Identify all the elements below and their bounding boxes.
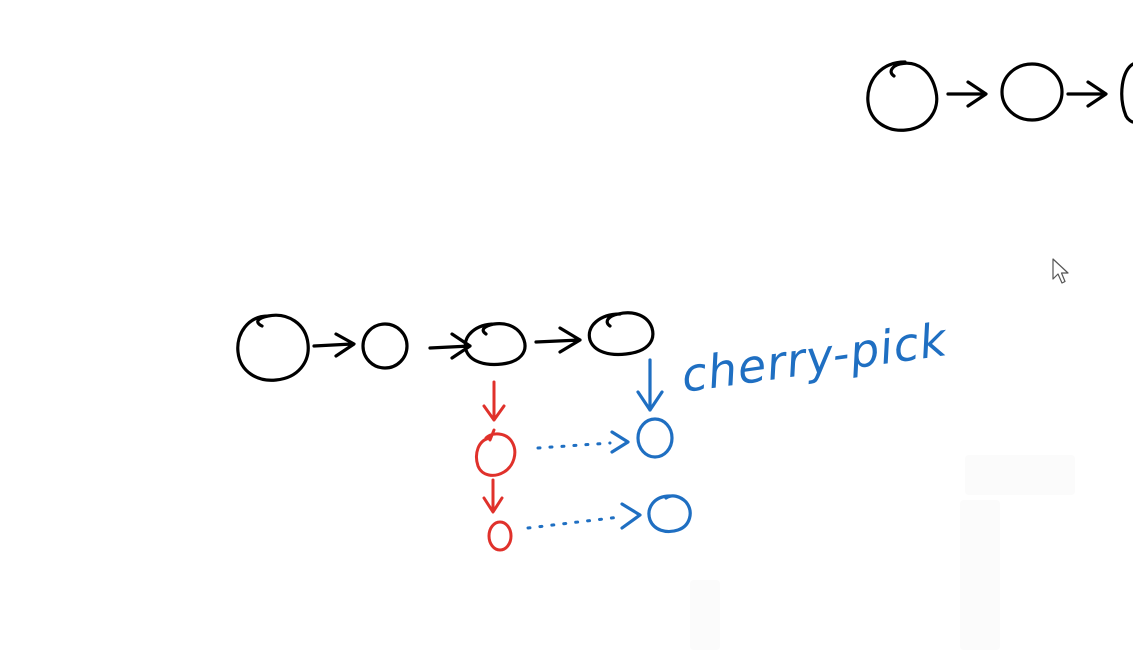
commit-node (475, 428, 517, 477)
commit-node (236, 313, 310, 382)
branch-arrow (482, 380, 506, 422)
cherry-pick-arrow (636, 358, 664, 412)
commit-node (463, 322, 527, 367)
copy-link-dotted (526, 515, 622, 530)
cherry-pick-label: cherry-pick (678, 312, 952, 403)
picked-commit-node (636, 417, 674, 459)
feature-branch-chain (475, 380, 517, 552)
commit-node (487, 520, 513, 552)
copy-link-arrowhead (620, 502, 642, 530)
copy-link-dotted (536, 441, 612, 450)
branch-arrow (482, 478, 504, 514)
commit-arrow (312, 332, 356, 358)
commit-node (1000, 62, 1064, 122)
commit-node (1120, 62, 1133, 124)
board-smudge (690, 580, 720, 650)
commit-arrow (1066, 80, 1108, 108)
commit-arrow (946, 80, 988, 108)
top-commit-chain (866, 60, 1133, 132)
commit-node (866, 60, 939, 132)
board-smudge (960, 500, 1000, 650)
commit-arrow (534, 326, 582, 354)
main-branch-chain (236, 311, 655, 382)
commit-node (587, 311, 655, 357)
board-smudge (965, 455, 1075, 495)
commit-node (361, 322, 409, 370)
picked-commit-node (647, 494, 692, 534)
copy-link-arrowhead (610, 430, 630, 454)
mouse-pointer-icon (1052, 258, 1069, 284)
commit-arrow (428, 332, 472, 360)
